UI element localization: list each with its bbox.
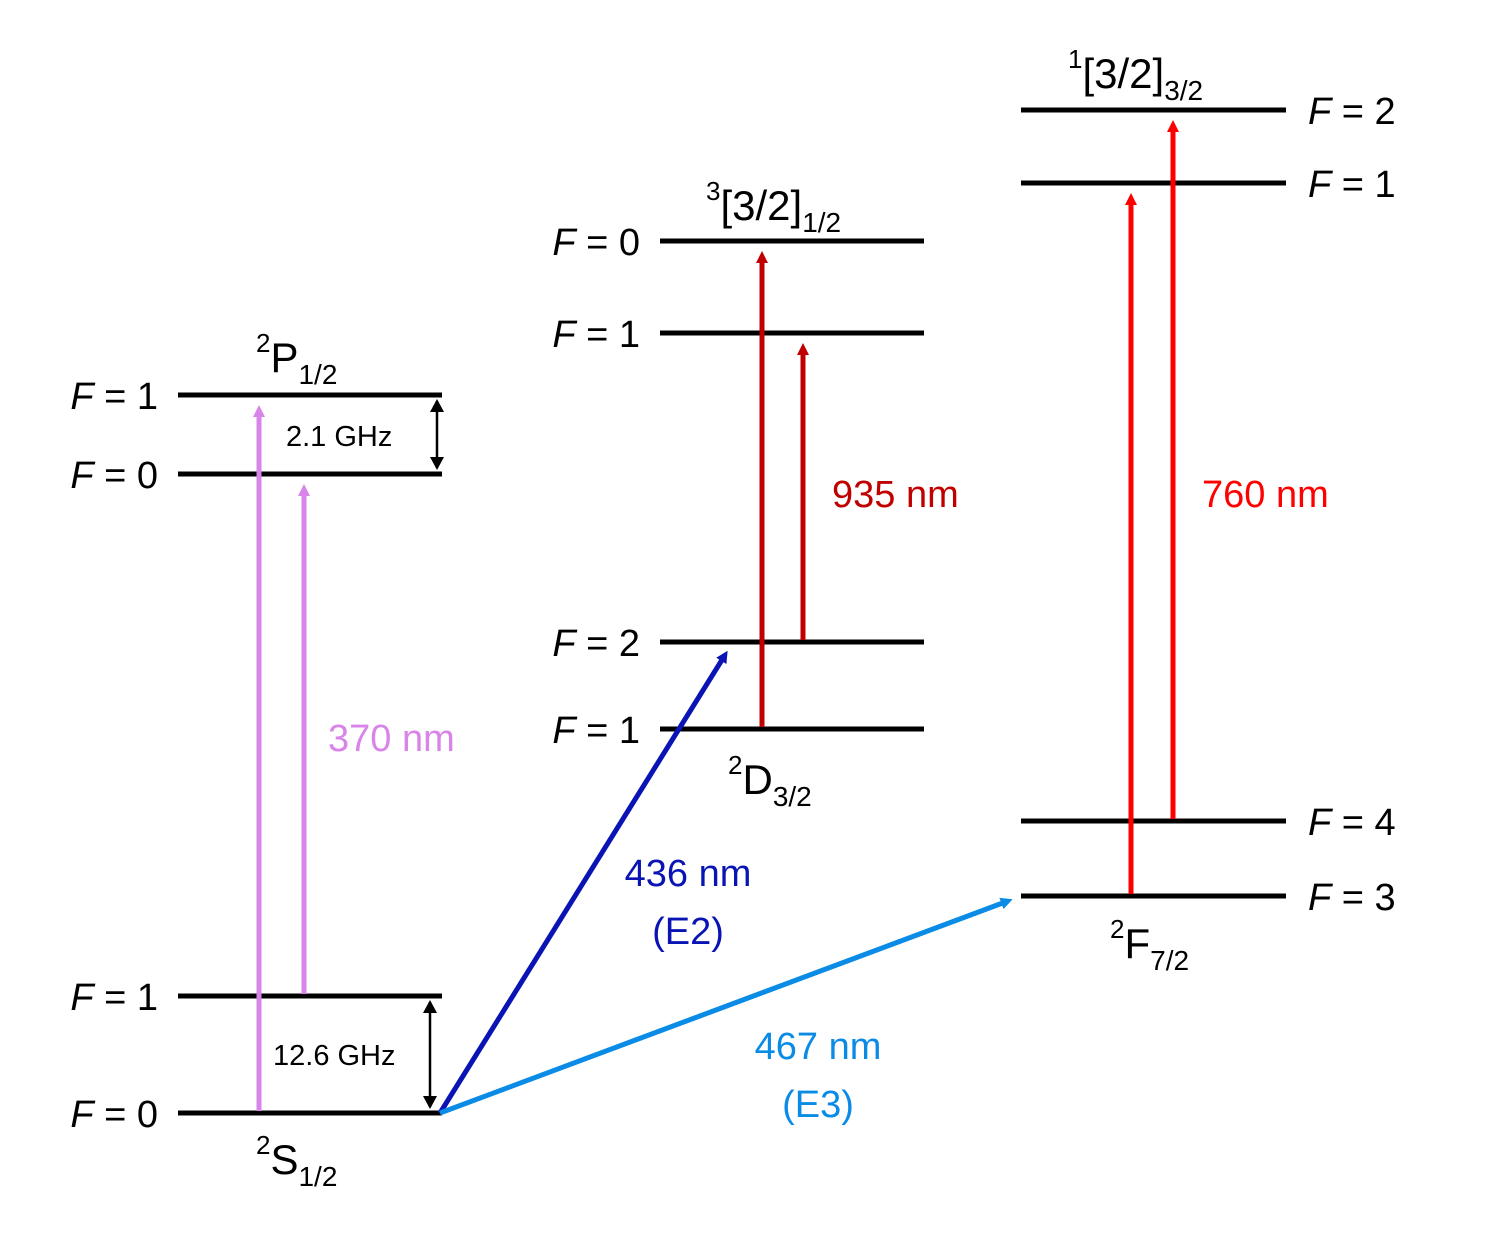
- arrow-436-e2: [437, 650, 728, 1115]
- f-label-f-f4: F = 4: [1308, 802, 1396, 844]
- f-label-s-f0: F = 0: [70, 1094, 158, 1136]
- state-label-p12: 2P1/2: [256, 328, 337, 390]
- transition-type-e3: (E3): [782, 1084, 854, 1126]
- state-label-b12: 3[3/2]1/2: [706, 176, 841, 238]
- f-label-f-f3: F = 3: [1308, 877, 1396, 919]
- f-label-p-f0: F = 0: [70, 455, 158, 497]
- ground-splitting-marker: [423, 1000, 437, 1109]
- ground-splitting-label: 12.6 GHz: [273, 1040, 396, 1072]
- wavelength-436: 436 nm: [625, 853, 752, 895]
- p-splitting-label: 2.1 GHz: [286, 421, 392, 453]
- f-label-b12-f0: F = 0: [552, 222, 640, 264]
- wavelength-467: 467 nm: [755, 1026, 882, 1068]
- f-label-p-f1: F = 1: [70, 376, 158, 418]
- f-label-b12-f1: F = 1: [552, 314, 640, 356]
- wavelength-760: 760 nm: [1202, 474, 1329, 516]
- state-label-d32: 2D3/2: [728, 750, 812, 812]
- f-label-b32-f1: F = 1: [1308, 164, 1396, 206]
- state-label-b32: 1[3/2]3/2: [1068, 44, 1203, 106]
- f-label-d-f1: F = 1: [552, 710, 640, 752]
- arrow-467-e3: [439, 897, 1013, 1116]
- p-splitting-marker: [430, 399, 444, 470]
- f-label-s-f1: F = 1: [70, 977, 158, 1019]
- transition-type-e2: (E2): [652, 911, 724, 953]
- wavelength-370: 370 nm: [328, 718, 455, 760]
- state-label-s12: 2S1/2: [256, 1130, 337, 1192]
- f-label-d-f2: F = 2: [552, 623, 640, 665]
- state-label-f72: 2F7/2: [1110, 914, 1189, 976]
- wavelength-935: 935 nm: [832, 474, 959, 516]
- f-label-b32-f2: F = 2: [1308, 91, 1396, 133]
